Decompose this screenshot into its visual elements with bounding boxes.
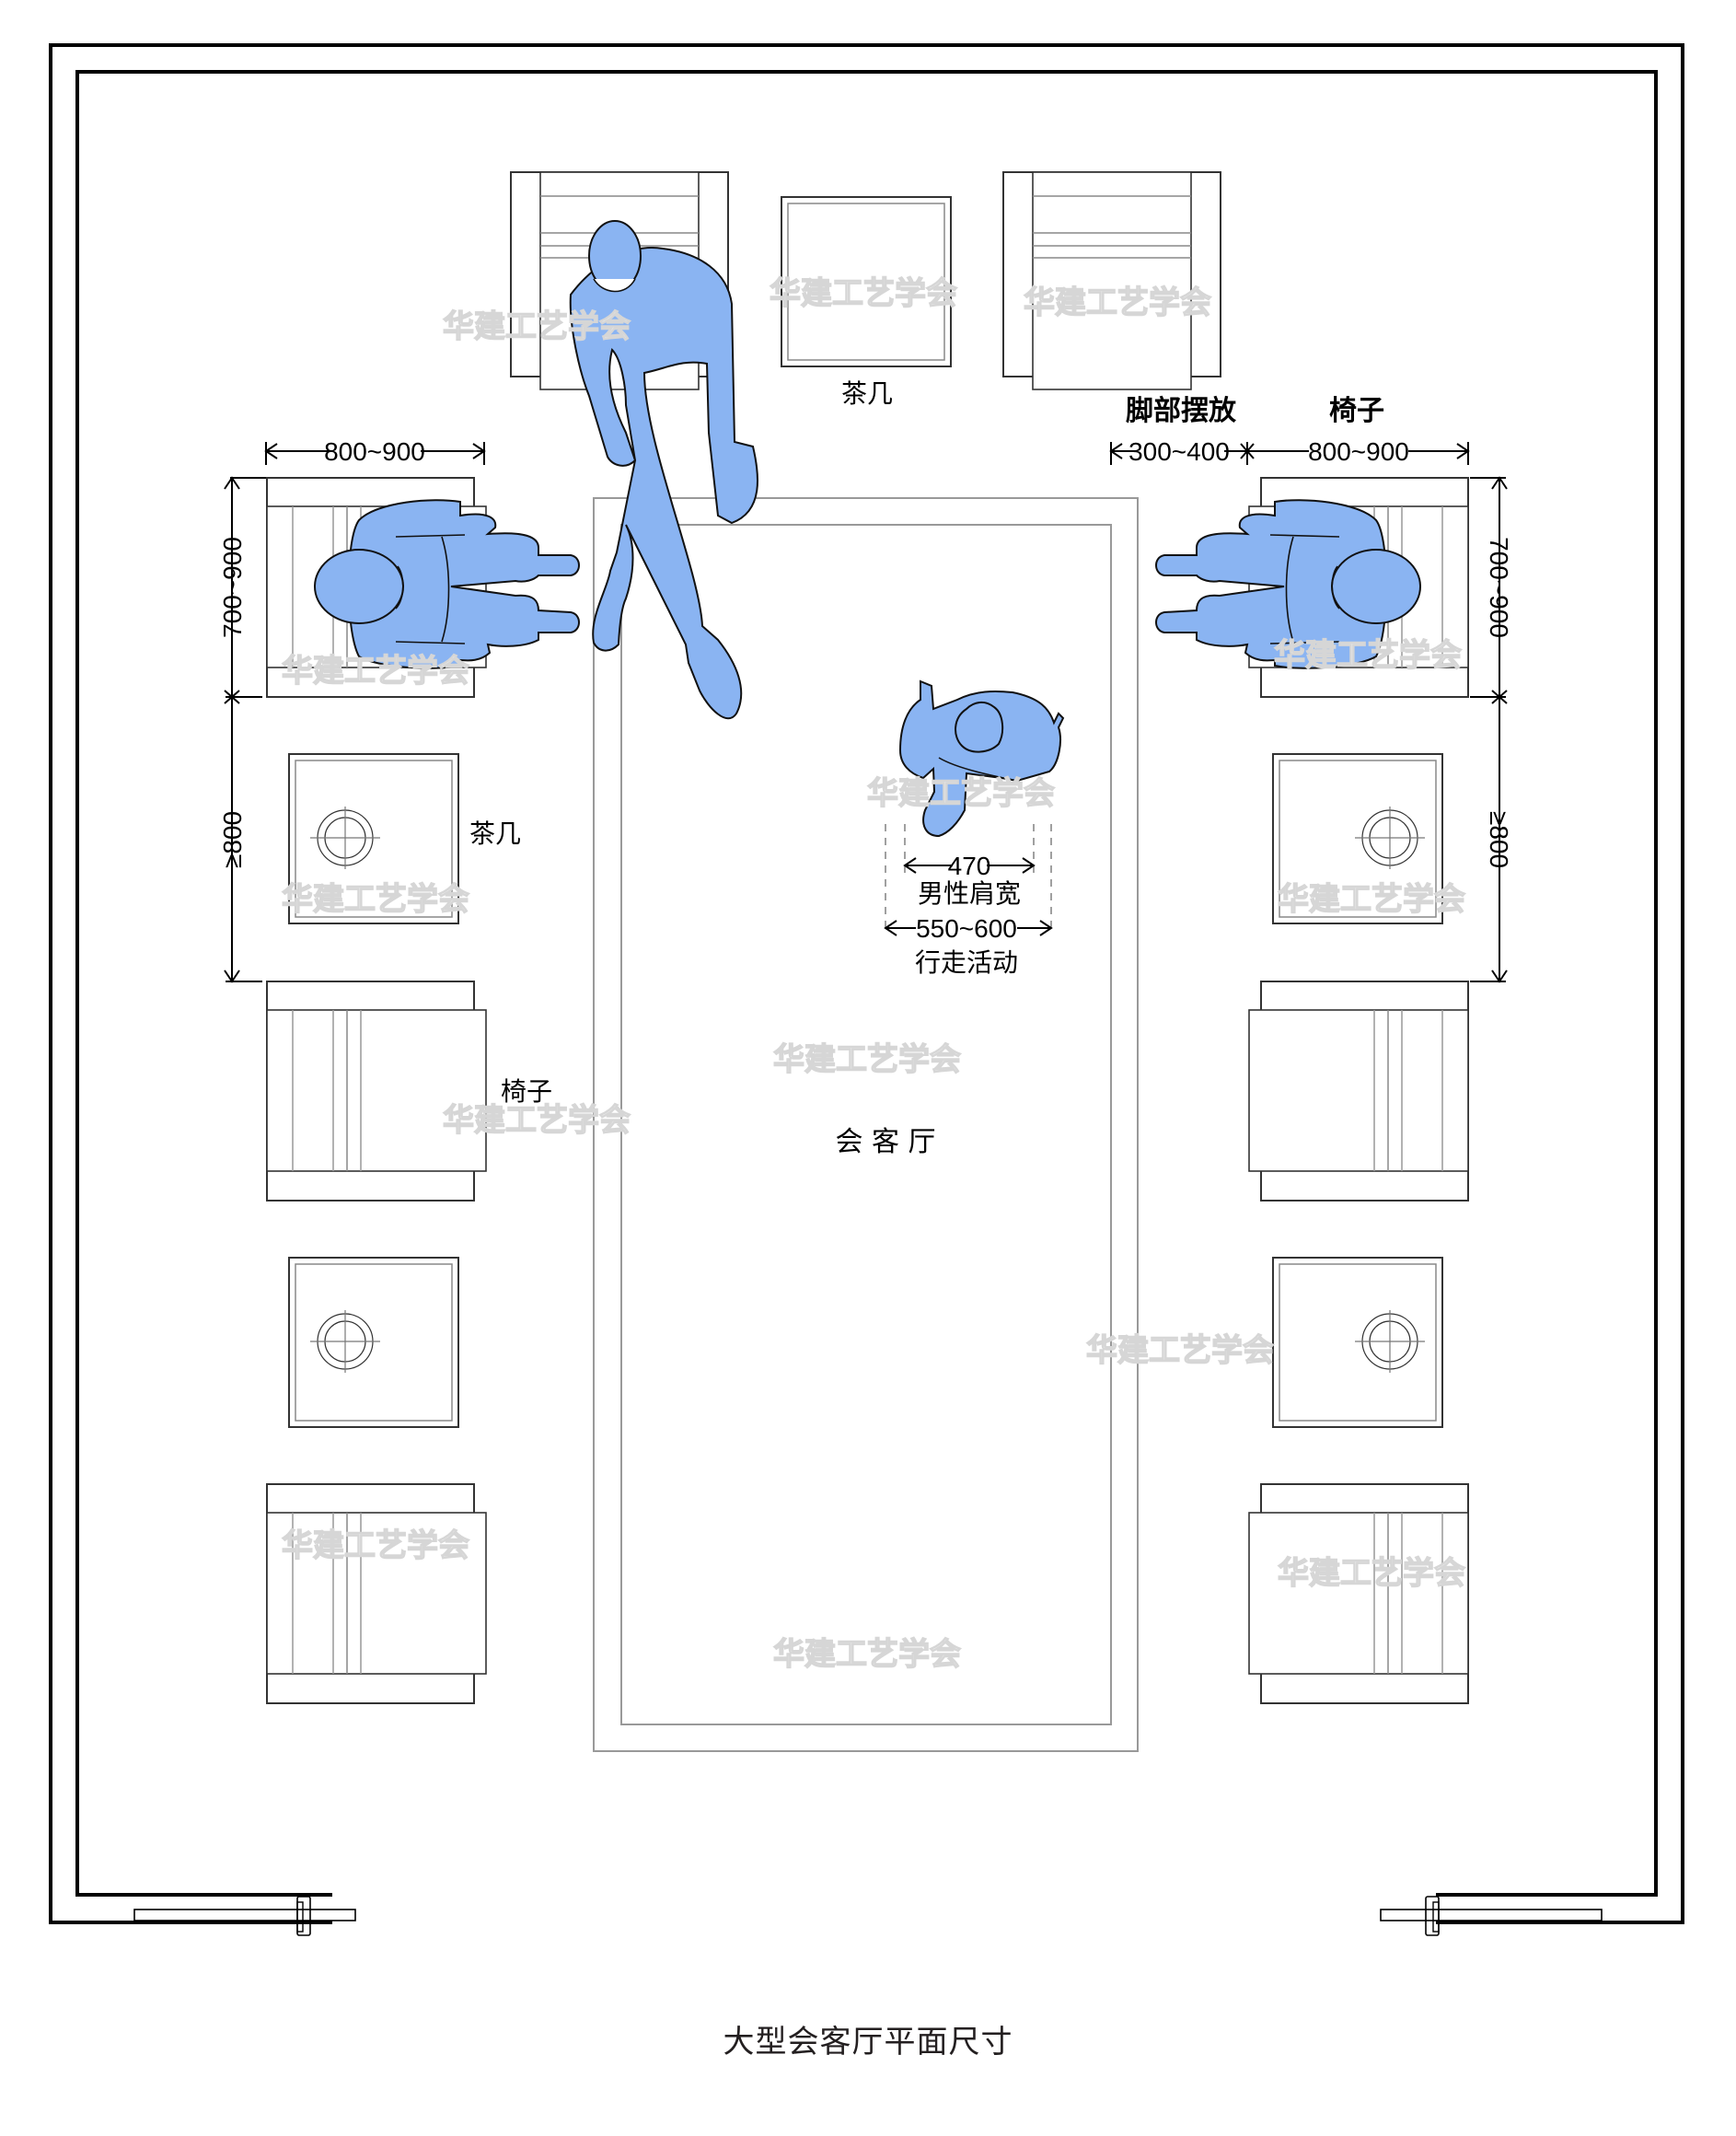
svg-text:华建工艺学会: 华建工艺学会: [867, 775, 1055, 812]
label-top-table: 茶几: [841, 378, 893, 409]
armchair-left-2: [266, 981, 487, 1202]
rug: [593, 497, 1139, 1752]
svg-text:华建工艺学会: 华建工艺学会: [770, 275, 957, 312]
svg-text:华建工艺学会: 华建工艺学会: [1274, 637, 1462, 674]
standing-person-top-icon: [569, 220, 759, 720]
label-walking-activity: 行走活动: [915, 947, 1018, 978]
svg-text:华建工艺学会: 华建工艺学会: [773, 1636, 961, 1673]
label-left-table: 茶几: [469, 818, 521, 849]
armchair-top-right: [1002, 171, 1221, 390]
svg-text:华建工艺学会: 华建工艺学会: [1278, 881, 1465, 918]
svg-text:华建工艺学会: 华建工艺学会: [443, 308, 631, 345]
label-chair-top-right: 椅子: [1329, 395, 1384, 427]
svg-text:华建工艺学会: 华建工艺学会: [443, 1102, 631, 1139]
svg-text:华建工艺学会: 华建工艺学会: [282, 881, 469, 918]
svg-text:华建工艺学会: 华建工艺学会: [282, 1527, 469, 1564]
walking-person-icon: [898, 679, 1065, 838]
door-left: [133, 1896, 356, 1936]
outer-wall: [49, 43, 1684, 1924]
dim-right-spacing: ≥800: [1485, 811, 1513, 868]
svg-text:华建工艺学会: 华建工艺学会: [282, 653, 469, 690]
armchair-right-3: [1248, 1483, 1469, 1704]
dim-walking: 550~600: [916, 914, 1017, 943]
svg-text:华建工艺学会: 华建工艺学会: [1278, 1555, 1465, 1592]
dim-shoulder: 470: [948, 852, 991, 880]
label-foot-placement: 脚部摆放: [1126, 395, 1237, 427]
armchair-left-3: [266, 1483, 487, 1704]
dim-left-chair-width: 800~900: [324, 437, 425, 466]
page-title: 大型会客厅平面尺寸: [723, 2024, 1013, 2061]
dim-right-chair-width: 800~900: [1308, 437, 1409, 466]
room-label: 会 客 厅: [835, 1126, 935, 1158]
svg-text:华建工艺学会: 华建工艺学会: [1086, 1332, 1274, 1369]
watermarks: 华建工艺学会 华建工艺学会 华建工艺学会 华建工艺学会 华建工艺学会 华建工艺学…: [281, 274, 1465, 1673]
label-shoulder-width: 男性肩宽: [918, 878, 1021, 909]
dim-left-spacing: ≥800: [218, 811, 247, 868]
armchair-right-2: [1248, 981, 1469, 1202]
dim-left-chair-depth: 700~900: [218, 537, 247, 638]
svg-text:华建工艺学会: 华建工艺学会: [1024, 284, 1211, 321]
svg-text:华建工艺学会: 华建工艺学会: [773, 1041, 961, 1078]
side-table-left-2: [288, 1257, 459, 1428]
dim-foot-space: 300~400: [1128, 437, 1230, 466]
label-left-chair: 椅子: [501, 1076, 552, 1107]
dimension-lines: [224, 442, 1508, 983]
dim-right-chair-depth: 700~900: [1485, 537, 1513, 638]
door-right: [1380, 1896, 1603, 1936]
